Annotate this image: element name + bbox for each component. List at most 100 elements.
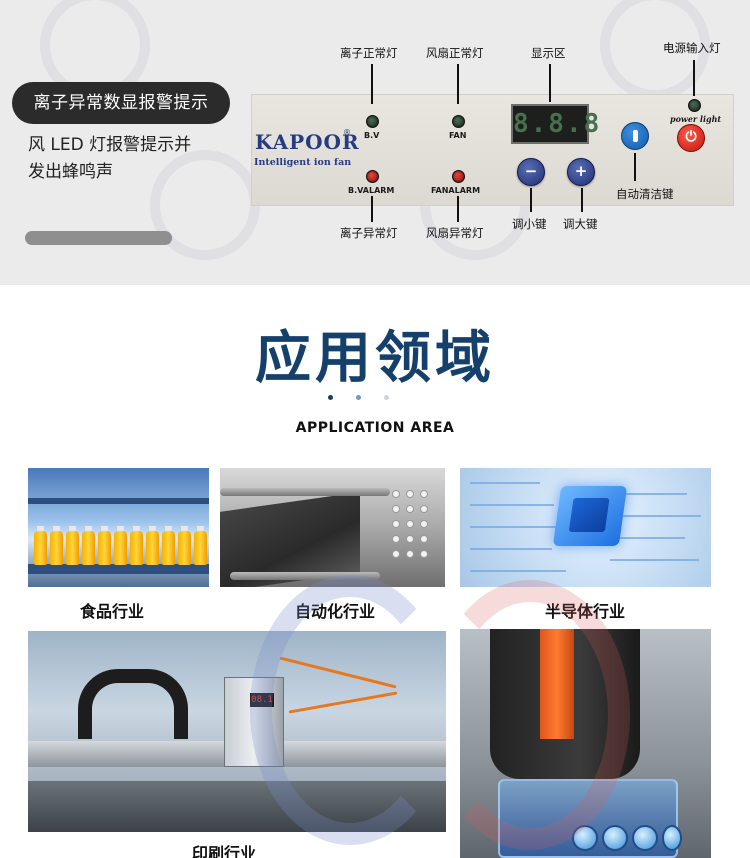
- bottle: [82, 531, 95, 565]
- title-dot: [328, 395, 333, 400]
- callout-key-up: 调大键: [563, 217, 598, 231]
- battery-cell: [632, 825, 658, 851]
- spool: [406, 505, 414, 513]
- callout-line: [371, 64, 373, 104]
- bottle: [34, 531, 47, 565]
- caption-food: 食品行业: [80, 602, 145, 621]
- brand-tagline: Intelligent ion fan: [254, 157, 352, 168]
- spool: [420, 505, 428, 513]
- bottle: [98, 531, 111, 565]
- semiconductor-industry-photo: [460, 468, 711, 587]
- title-dots: [328, 395, 398, 403]
- decrease-button[interactable]: −: [517, 158, 545, 186]
- bottle: [194, 531, 207, 565]
- bottle: [114, 531, 127, 565]
- fan-normal-led: [452, 115, 465, 128]
- increase-button[interactable]: +: [567, 158, 595, 186]
- bottle-cap: [69, 526, 76, 531]
- fan-alarm-label: FANALARM: [431, 186, 481, 195]
- spool: [406, 490, 414, 498]
- callout-key-down: 调小键: [512, 217, 547, 231]
- bottle: [178, 531, 191, 565]
- spool: [420, 520, 428, 528]
- spool: [406, 520, 414, 528]
- alarm-description-line: 风 LED 灯报警提示并: [28, 135, 192, 155]
- spool: [420, 550, 428, 558]
- circuit-trace: [470, 504, 554, 506]
- automation-industry-photo: [220, 468, 445, 587]
- circuit-trace: [470, 548, 552, 550]
- bottle-cap: [85, 526, 92, 531]
- callout-line: [549, 64, 551, 102]
- bottle-cap: [37, 526, 44, 531]
- power-button[interactable]: ⏻: [677, 124, 705, 152]
- ion-alarm-led: [366, 170, 379, 183]
- callout-display-area: 显示区: [531, 46, 566, 60]
- callout-fan-normal: 风扇正常灯: [426, 46, 484, 60]
- title-dot: [356, 395, 361, 400]
- cable-chain: [78, 669, 188, 739]
- callout-power-input: 电源输入灯: [663, 41, 721, 55]
- watermark-logo: [430, 580, 630, 850]
- bottle: [66, 531, 79, 565]
- roller: [230, 572, 380, 580]
- auto-clean-button[interactable]: [621, 122, 649, 150]
- spool: [406, 550, 414, 558]
- bottle: [146, 531, 159, 565]
- circuit-trace: [470, 482, 540, 484]
- callout-line: [371, 196, 373, 222]
- power-light-label: power light: [670, 114, 722, 124]
- spool: [392, 505, 400, 513]
- bottle: [162, 531, 175, 565]
- battery-cell: [602, 825, 628, 851]
- spool: [420, 490, 428, 498]
- bottle-cap: [181, 526, 188, 531]
- caption-printing: 印刷行业: [192, 844, 257, 858]
- callout-ion-normal: 离子正常灯: [340, 46, 398, 60]
- device-panel: [251, 94, 734, 206]
- bottle-cap: [197, 526, 204, 531]
- bv-label: B.V: [364, 131, 380, 140]
- alarm-description: 风 LED 灯报警提示并 发出蜂鸣声: [28, 132, 238, 186]
- bottle-cap: [53, 526, 60, 531]
- bottle-cap: [117, 526, 124, 531]
- fan-alarm-led: [452, 170, 465, 183]
- food-industry-photo: [28, 468, 209, 587]
- fan-label: FAN: [449, 131, 467, 140]
- brand-logo: KAPOOR: [255, 130, 360, 154]
- bottle: [130, 531, 143, 565]
- alarm-badge: 离子异常数显报警提示: [12, 82, 230, 124]
- conveyor-rail: [28, 564, 209, 574]
- bottle-cap: [101, 526, 108, 531]
- watermark-logo: [250, 575, 450, 845]
- registered-mark: ®: [343, 128, 351, 137]
- spool: [392, 550, 400, 558]
- circuit-trace: [610, 537, 685, 539]
- callout-ion-abnormal: 离子异常灯: [340, 226, 398, 240]
- spool: [392, 535, 400, 543]
- bottle: [50, 531, 63, 565]
- circuit-trace: [610, 559, 699, 561]
- circuit-trace: [610, 493, 687, 495]
- spool: [392, 490, 400, 498]
- callout-line: [581, 188, 583, 212]
- callout-line: [530, 188, 532, 212]
- alarm-description-line: 发出蜂鸣声: [28, 162, 113, 182]
- control-panel-section: 离子异常数显报警提示 风 LED 灯报警提示并 发出蜂鸣声 KAPOOR ® I…: [0, 0, 750, 285]
- section-title: 应用领域: [255, 326, 495, 391]
- callout-line: [634, 153, 636, 181]
- bottle-cap: [149, 526, 156, 531]
- callout-line: [693, 60, 695, 96]
- spool: [420, 535, 428, 543]
- carousel-scrollbar[interactable]: [25, 231, 172, 245]
- spool: [392, 520, 400, 528]
- conveyor-rail: [28, 498, 209, 504]
- digital-display: 8.8.8: [511, 104, 599, 144]
- roller: [220, 488, 390, 496]
- title-dot: [384, 395, 389, 400]
- battery-cell: [662, 825, 682, 851]
- section-subtitle: APPLICATION AREA: [295, 420, 455, 436]
- circuit-trace: [610, 515, 701, 517]
- power-light-led: [688, 99, 701, 112]
- callout-line: [457, 196, 459, 222]
